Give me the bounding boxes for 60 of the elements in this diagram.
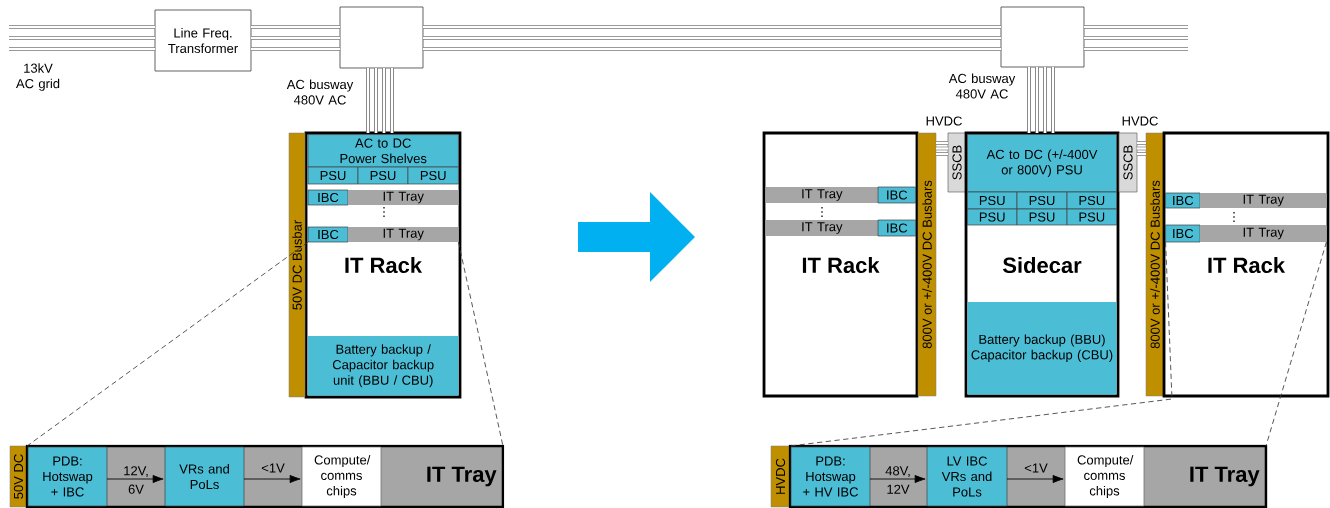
backup-unit-box: Battery backup / Capacitor backup unit (BBU / CBU) — [307, 336, 459, 396]
chip-box: Compute/ comms chips — [1064, 446, 1145, 507]
edge-label: 48V, 12V — [885, 466, 910, 494]
power-line — [934, 141, 950, 156]
busway-label: AC busway 480V AC — [286, 79, 354, 105]
hvdc-label: HVDC — [1122, 116, 1158, 126]
module-box: VRs and PoLs — [164, 446, 245, 507]
module-box: IBC — [307, 226, 349, 243]
arrow — [243, 474, 301, 484]
power-line — [1082, 25, 1190, 51]
ellipsis-dots: ⋮ — [821, 207, 823, 217]
module-box: LV IBC VRs and PoLs — [926, 446, 1008, 507]
equipment-box: Line Freq. Transformer — [154, 9, 252, 72]
equipment-box — [1000, 6, 1085, 68]
module-box: PSU — [1066, 208, 1117, 226]
chip-box: Compute/ comms chips — [301, 446, 382, 507]
busbar: 800V or +/-400V DC Busbars — [917, 132, 937, 397]
busbar: HVDC — [770, 445, 791, 508]
arrow — [1006, 474, 1064, 484]
tray-band: IT Tray — [765, 220, 879, 236]
module-box: PDB: Hotswap + IBC — [27, 446, 108, 507]
power-line — [1135, 141, 1148, 156]
module-box: PSU — [307, 166, 359, 185]
ellipsis-dots: ⋮ — [383, 207, 385, 217]
arrow — [869, 474, 926, 484]
busway-line — [366, 66, 394, 135]
power-line — [421, 25, 1003, 51]
zoom-line — [458, 241, 504, 447]
module-box: PSU — [357, 166, 409, 185]
breaker-box: SSCB — [1118, 132, 1138, 193]
tray-band: IT Tray — [1199, 193, 1327, 208]
grid-label: 13kV AC grid — [16, 63, 60, 91]
tray-band: IT Tray — [347, 190, 459, 205]
busway-label: AC busway 480V AC — [948, 73, 1016, 99]
breaker-box: SSCB — [947, 132, 967, 193]
hvdc-label: HVDC — [926, 116, 962, 126]
edge-label: 12V, 6V — [124, 466, 148, 494]
module-box: PDB: Hotswap + HV IBC — [790, 446, 871, 507]
module-box: IBC — [877, 186, 916, 204]
power-line — [249, 25, 342, 51]
module-box: PSU — [1016, 208, 1068, 226]
module-box: IBC — [307, 189, 349, 206]
busbar: 50V DC Busbar — [288, 132, 306, 398]
busway-line — [1027, 65, 1055, 135]
zoom-line — [26, 241, 309, 447]
ellipsis-dots: ⋮ — [1233, 212, 1235, 222]
module-box: PSU — [967, 208, 1018, 226]
module-box: PSU — [407, 166, 459, 185]
module-box: IBC — [877, 219, 916, 237]
backup-unit-box: Battery backup (BBU) Capacitor backup (CBU) — [967, 301, 1117, 395]
power-line — [7, 25, 157, 51]
equipment-box — [339, 6, 424, 69]
busbar: 800V or +/-400V DC Busbars — [1145, 132, 1165, 397]
arrow — [106, 474, 164, 484]
module-box: IBC — [1165, 192, 1201, 209]
zoom-line — [789, 241, 1173, 447]
tray-band: IT Tray — [347, 227, 459, 242]
tray-band: IT Tray — [1199, 225, 1327, 242]
tray-band: IT Tray — [765, 187, 879, 203]
module-box: IBC — [1165, 224, 1201, 243]
